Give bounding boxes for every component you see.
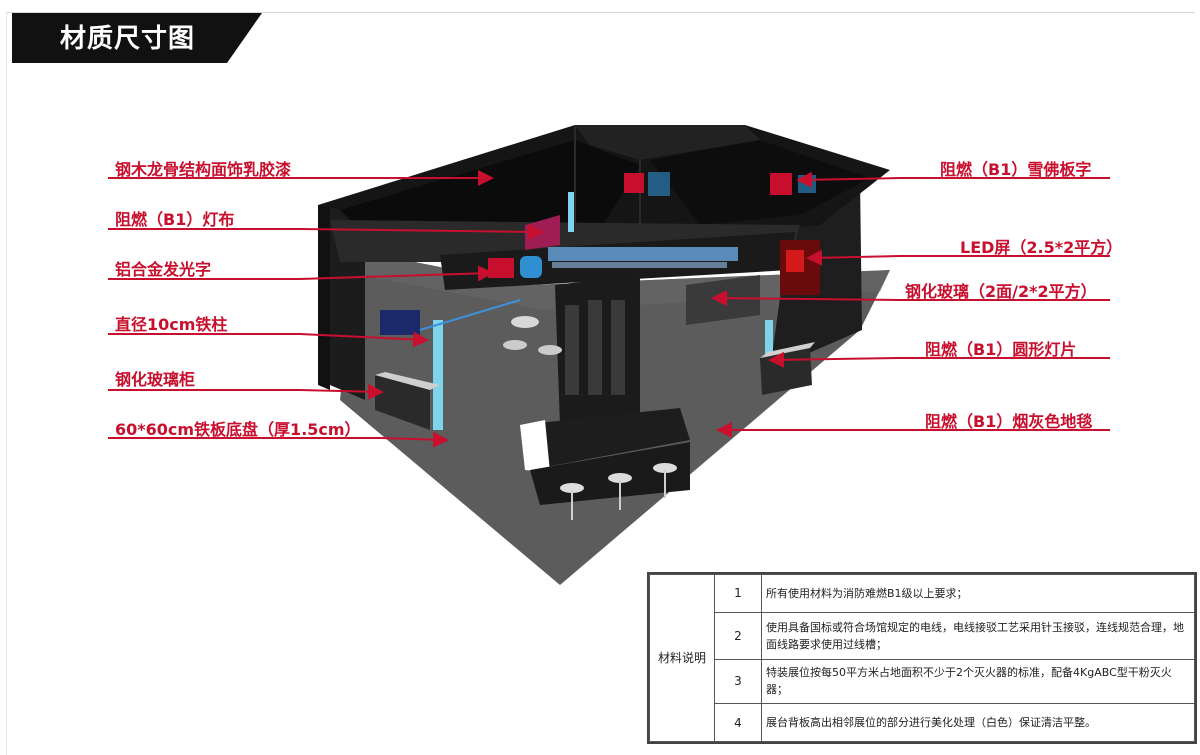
notes-row-number: 2: [714, 611, 762, 660]
label-smoke-grey-carpet: 阻燃（B1）烟灰色地毯: [925, 412, 1093, 431]
logo-sign-back: [624, 173, 644, 193]
logo-sign-right: [770, 173, 792, 195]
leader-line-6: [108, 431, 449, 448]
title-tab-shape: [12, 13, 262, 63]
glass-cabinet-left: [375, 375, 430, 430]
leader-line-2: [108, 223, 544, 240]
notes-row-text: 展台背板高出相邻展位的部分进行美化处理（白色）保证清洁平整。: [761, 703, 1195, 742]
pillar-left: [433, 320, 443, 430]
reception-counter: [520, 408, 690, 470]
page-frame: [6, 12, 1195, 755]
label-iron-base-plate: 60*60cm铁板底盘（厚1.5cm）: [115, 420, 361, 439]
logo-sign-front: [488, 258, 514, 278]
label-steel-wood-frame: 钢木龙骨结构面饰乳胶漆: [115, 160, 292, 179]
leader-line-10: [768, 351, 1110, 368]
notes-row: 4 展台背板高出相邻展位的部分进行美化处理（白色）保证清洁平整。: [650, 703, 1195, 742]
label-aluminum-luminous-letters: 铝合金发光字: [115, 260, 212, 279]
leader-line-7: [796, 171, 1110, 188]
pillar-right: [765, 320, 773, 365]
notes-row-number: 1: [714, 574, 762, 613]
notes-row-text: 使用具备国标或符合场馆规定的电线，电线接驳工艺采用针玉接驳，连线规范合理，地面线…: [761, 611, 1195, 660]
label-round-light-panel: 阻燃（B1）圆形灯片: [925, 340, 1077, 359]
leader-line-8: [806, 249, 1110, 266]
leader-line-5: [108, 383, 384, 400]
label-tempered-glass: 钢化玻璃（2面/2*2平方）: [905, 282, 1097, 301]
notes-row: 材料说明 1 所有使用材料为消防难燃B1级以上要求；: [649, 574, 1195, 742]
notes-row: 2 使用具备国标或符合场馆规定的电线，电线接驳工艺采用针玉接驳，连线规范合理，地…: [650, 611, 1195, 660]
notes-row-number: 4: [714, 703, 762, 742]
notes-row-text: 特装展位按每50平方米占地面积不少于2个灭火器的标准，配备4KgABC型干粉灭火…: [761, 658, 1195, 705]
label-iron-pillar: 直径10cm铁柱: [115, 315, 228, 334]
notes-header: 材料说明: [649, 574, 715, 742]
leader-line-9: [711, 290, 1110, 307]
leader-line-3: [108, 265, 494, 282]
notes-row-number: 3: [714, 658, 762, 705]
page-title: 材质尺寸图: [60, 24, 196, 54]
notes-row: 3 特装展位按每50平方米占地面积不少于2个灭火器的标准，配备4KgABC型干粉…: [650, 658, 1195, 705]
label-glass-cabinet: 钢化玻璃柜: [115, 370, 196, 389]
notes-row-text: 所有使用材料为消防难燃B1级以上要求；: [761, 574, 1195, 613]
label-led-screen: LED屏（2.5*2平方）: [960, 238, 1123, 257]
label-chevron-board-letters: 阻燃（B1）雪佛板字: [940, 160, 1092, 179]
leader-line-4: [108, 331, 429, 348]
label-flame-retardant-light-cloth: 阻燃（B1）灯布: [115, 210, 235, 229]
material-notes-table: 材料说明 1 所有使用材料为消防难燃B1级以上要求； 2 使用具备国标或符合场馆…: [647, 572, 1197, 744]
